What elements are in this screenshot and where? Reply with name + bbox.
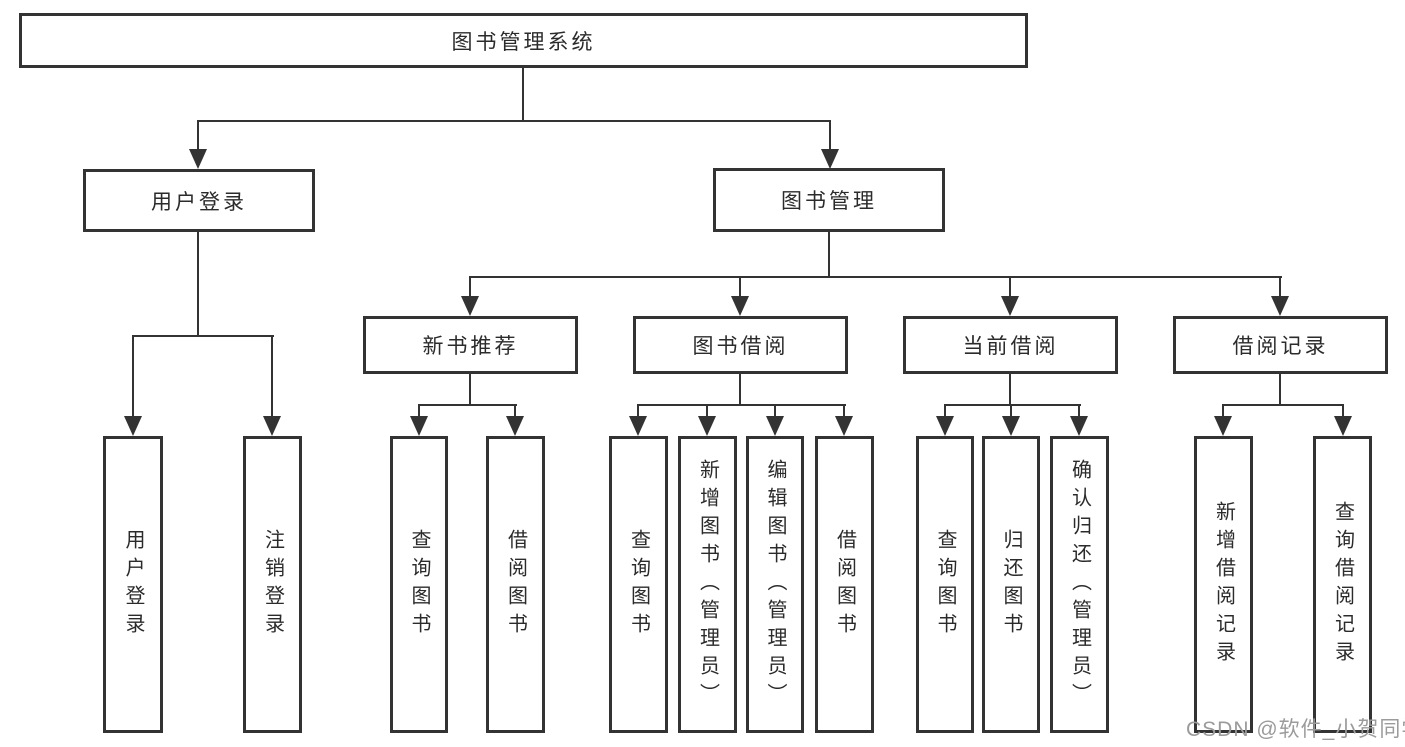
arrowhead-down-icon — [698, 416, 716, 436]
leaf-label: 编辑图书（管理员） — [764, 458, 786, 711]
leaf-label: 归还图书 — [1000, 528, 1022, 641]
connector-line — [828, 232, 830, 278]
connector-line — [418, 404, 420, 420]
leaf-label: 查询图书 — [934, 528, 956, 641]
node-current-borrowing: 当前借阅 — [903, 316, 1118, 374]
node-label: 图书管理系统 — [451, 30, 596, 54]
node-borrowing-records: 借阅记录 — [1173, 316, 1388, 374]
connector-line — [739, 276, 741, 300]
arrowhead-down-icon — [1214, 416, 1232, 436]
leaf-query-books-recommend: 查询图书 — [390, 436, 448, 733]
connector-line — [1342, 404, 1344, 420]
connector-line — [197, 120, 199, 151]
leaf-label: 用户登录 — [122, 528, 144, 641]
arrowhead-down-icon — [1334, 416, 1352, 436]
connector-line — [1222, 404, 1224, 420]
connector-line — [197, 232, 199, 337]
connector-line — [1279, 374, 1281, 406]
arrowhead-down-icon — [1271, 296, 1289, 316]
leaf-label: 借阅图书 — [504, 528, 527, 641]
arrowhead-down-icon — [506, 416, 524, 436]
leaf-label: 注销登录 — [261, 528, 284, 641]
leaf-label: 查询图书 — [408, 528, 430, 641]
leaf-edit-books-admin: 编辑图书（管理员） — [746, 436, 804, 733]
connector-line — [522, 68, 524, 122]
connector-line — [132, 335, 134, 418]
arrowhead-down-icon — [461, 296, 479, 316]
arrowhead-down-icon — [731, 296, 749, 316]
arrowhead-down-icon — [835, 416, 853, 436]
leaf-query-borrow-record: 查询借阅记录 — [1313, 436, 1372, 733]
leaf-label: 查询借阅记录 — [1331, 500, 1354, 669]
arrowhead-down-icon — [1002, 416, 1020, 436]
leaf-label: 确认归还（管理员） — [1068, 458, 1091, 711]
connector-line — [132, 335, 274, 337]
arrowhead-down-icon — [766, 416, 784, 436]
leaf-add-books-admin: 新增图书（管理员） — [678, 436, 737, 733]
node-new-book-recommend: 新书推荐 — [363, 316, 578, 374]
connector-line — [1078, 404, 1080, 420]
arrowhead-down-icon — [1070, 416, 1088, 436]
node-label: 用户登录 — [151, 190, 247, 214]
connector-line — [197, 120, 831, 122]
connector-line — [774, 404, 776, 420]
leaf-add-borrow-record: 新增借阅记录 — [1194, 436, 1253, 733]
leaf-label: 借阅图书 — [833, 528, 856, 641]
leaf-label: 新增借阅记录 — [1212, 500, 1235, 669]
leaf-label: 查询图书 — [627, 528, 650, 641]
connector-line — [843, 404, 845, 420]
connector-line — [469, 276, 1282, 278]
leaf-borrow-books: 借阅图书 — [815, 436, 874, 733]
connector-line — [1279, 276, 1281, 300]
connector-line — [418, 404, 517, 406]
node-book-management: 图书管理 — [713, 168, 945, 232]
connector-line — [829, 120, 831, 151]
arrowhead-down-icon — [1001, 296, 1019, 316]
connector-line — [1010, 404, 1012, 420]
leaf-label: 新增图书（管理员） — [696, 458, 719, 711]
connector-line — [739, 374, 741, 406]
node-user-login: 用户登录 — [83, 169, 315, 232]
leaf-user-login: 用户登录 — [103, 436, 163, 733]
node-label: 当前借阅 — [962, 335, 1059, 358]
connector-line — [944, 404, 946, 420]
leaf-confirm-return-admin: 确认归还（管理员） — [1050, 436, 1109, 733]
node-root-library-system: 图书管理系统 — [19, 13, 1028, 68]
node-book-borrowing: 图书借阅 — [633, 316, 848, 374]
connector-line — [469, 374, 471, 406]
connector-line — [1009, 374, 1011, 406]
connector-line — [637, 404, 639, 420]
connector-line — [1009, 276, 1011, 300]
arrowhead-down-icon — [629, 416, 647, 436]
arrowhead-down-icon — [936, 416, 954, 436]
connector-line — [637, 404, 846, 406]
node-label: 图书管理 — [781, 190, 877, 213]
connector-line — [469, 276, 471, 300]
node-label: 新书推荐 — [422, 335, 519, 358]
connector-line — [271, 335, 273, 418]
arrowhead-down-icon — [189, 149, 207, 169]
csdn-watermark: CSDN @软件_小贺同学 — [1186, 718, 1405, 741]
node-label: 借阅记录 — [1232, 335, 1329, 358]
leaf-return-books: 归还图书 — [982, 436, 1040, 733]
connector-line — [944, 404, 1081, 406]
leaf-borrow-books-recommend: 借阅图书 — [486, 436, 545, 733]
node-label: 图书借阅 — [692, 335, 789, 358]
connector-line — [706, 404, 708, 420]
arrowhead-down-icon — [410, 416, 428, 436]
connector-line — [1222, 404, 1344, 406]
arrowhead-down-icon — [263, 416, 281, 436]
arrowhead-down-icon — [821, 149, 839, 169]
leaf-query-books-borrowing: 查询图书 — [609, 436, 668, 733]
leaf-logout: 注销登录 — [243, 436, 302, 733]
arrowhead-down-icon — [124, 416, 142, 436]
leaf-query-books-current: 查询图书 — [916, 436, 974, 733]
connector-line — [514, 404, 516, 420]
